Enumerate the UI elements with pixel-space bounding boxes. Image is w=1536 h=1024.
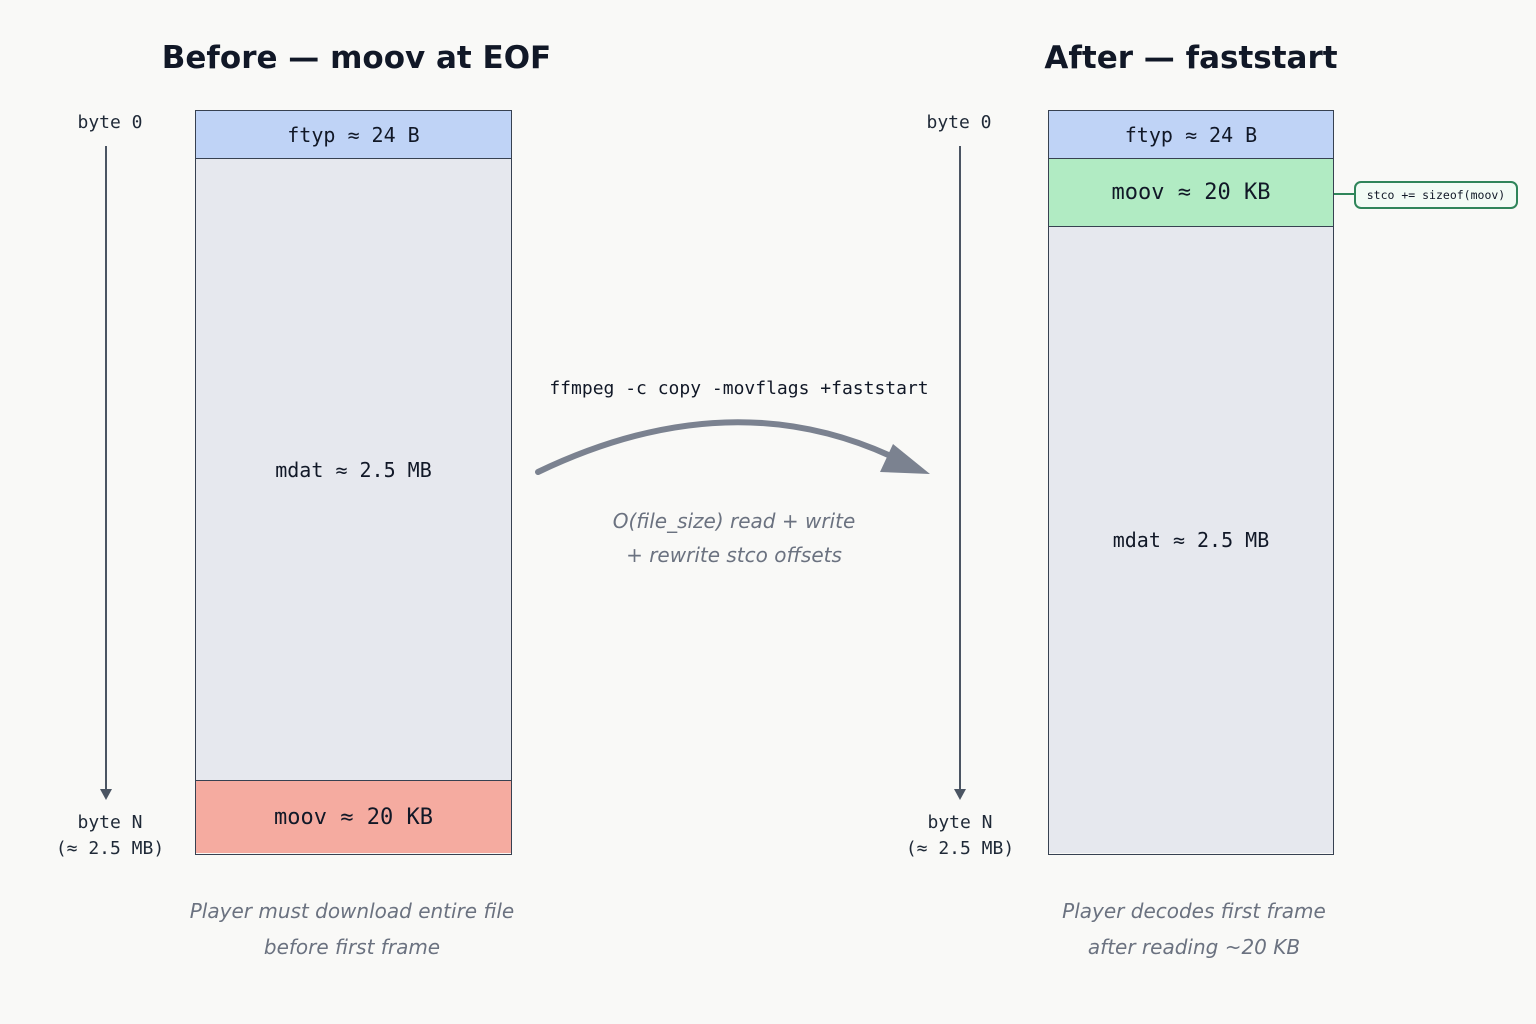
before-caption-line-1: Player must download entire file: [189, 899, 515, 923]
before-mdat-box: mdat ≈ 2.5 MB: [196, 159, 511, 780]
before-caption-line-2: before first frame: [263, 935, 441, 959]
before-axis-bottom-label: byte N: [77, 812, 143, 833]
transform-arrow-curve: [535, 419, 898, 475]
after-axis-bottom-label: byte N: [927, 812, 993, 833]
after-caption-line-2: after reading ~20 KB: [1087, 935, 1301, 959]
after-axis-line: [959, 146, 961, 790]
transform-arrowhead: [880, 444, 930, 474]
after-file-layout: ftyp ≈ 24 B moov ≈ 20 KB mdat ≈ 2.5 MB: [1048, 110, 1334, 855]
before-axis-arrowhead: [100, 789, 112, 800]
after-caption-line-1: Player decodes first frame: [1062, 899, 1326, 923]
after-mdat-box: mdat ≈ 2.5 MB: [1049, 227, 1333, 853]
before-moov-label: moov ≈ 20 KB: [274, 804, 433, 830]
before-mdat-label: mdat ≈ 2.5 MB: [275, 457, 432, 482]
before-title: Before — moov at EOF: [161, 40, 552, 76]
before-axis-line: [105, 146, 107, 790]
after-axis-bottom-size: (≈ 2.5 MB): [905, 838, 1015, 859]
transform-note-line-1: O(file_size) read + write: [612, 509, 856, 533]
stco-note-label: stco += sizeof(moov): [1366, 188, 1506, 202]
before-file-layout: ftyp ≈ 24 B mdat ≈ 2.5 MB moov ≈ 20 KB: [195, 110, 512, 855]
after-moov-label: moov ≈ 20 KB: [1111, 180, 1271, 205]
after-ftyp-box: ftyp ≈ 24 B: [1049, 111, 1333, 159]
before-ftyp-label: ftyp ≈ 24 B: [287, 122, 420, 147]
transform-note-line-2: + rewrite stco offsets: [626, 543, 842, 567]
after-moov-box: moov ≈ 20 KB: [1049, 159, 1333, 227]
after-title: After — faststart: [1044, 40, 1338, 76]
after-ftyp-label: ftyp ≈ 24 B: [1124, 122, 1258, 147]
stco-note: stco += sizeof(moov): [1354, 181, 1518, 209]
after-axis-arrowhead: [954, 789, 966, 800]
before-axis-bottom-size: (≈ 2.5 MB): [55, 838, 165, 859]
after-mdat-label: mdat ≈ 2.5 MB: [1112, 528, 1270, 552]
ffmpeg-command: ffmpeg -c copy -movflags +faststart: [549, 378, 929, 399]
before-ftyp-box: ftyp ≈ 24 B: [196, 111, 511, 159]
after-axis-top-label: byte 0: [926, 112, 992, 133]
before-axis-top-label: byte 0: [77, 112, 143, 133]
before-moov-box: moov ≈ 20 KB: [196, 780, 511, 853]
